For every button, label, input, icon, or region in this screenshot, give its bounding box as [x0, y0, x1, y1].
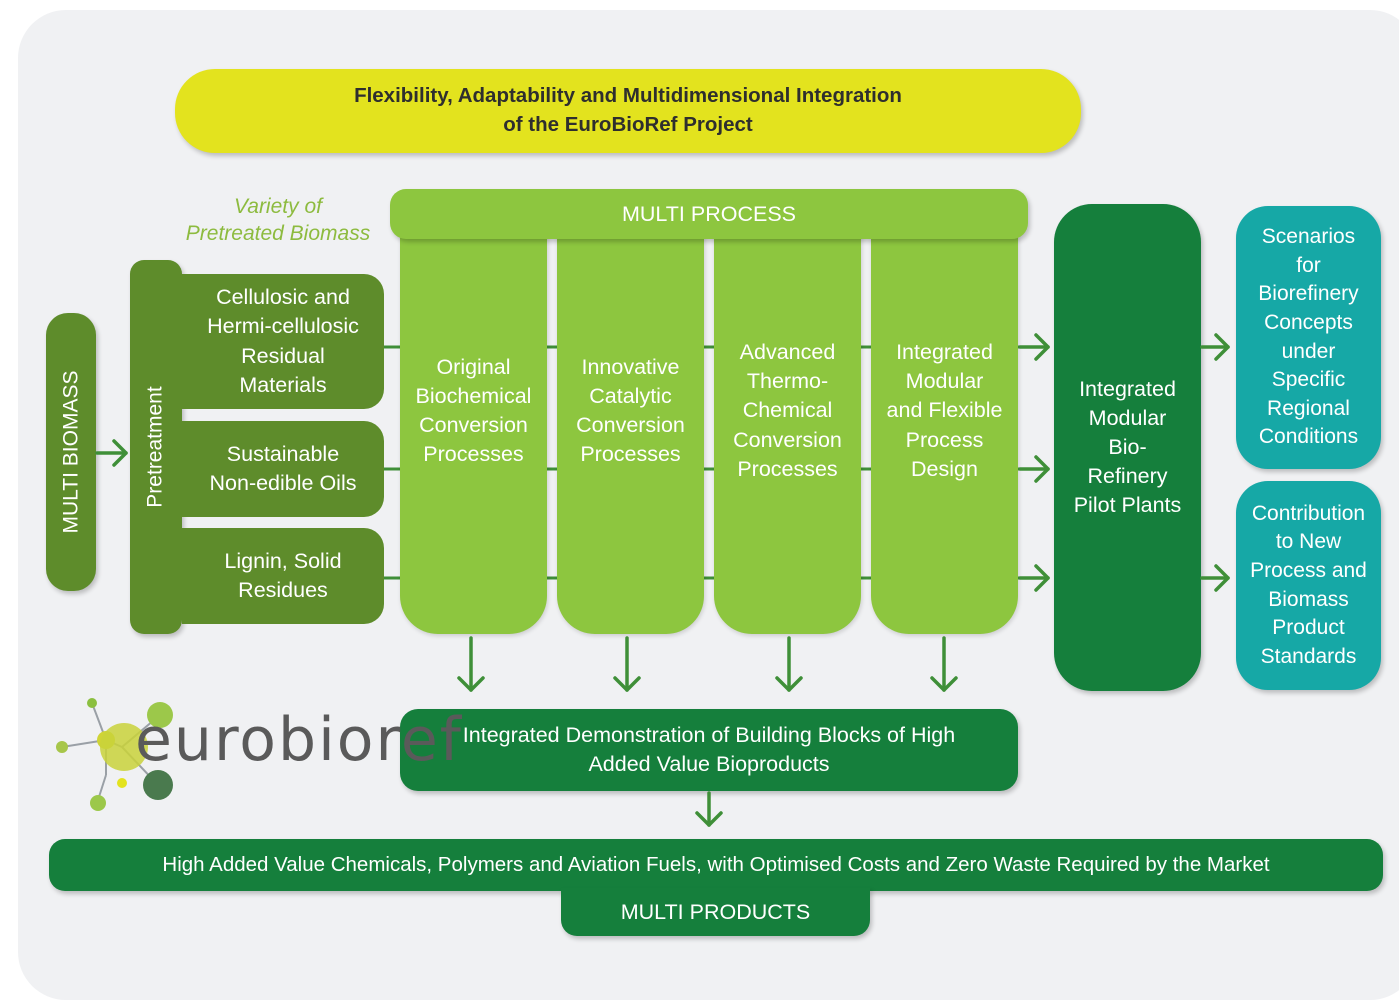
arrow-biomass-to-pretreatment	[95, 439, 128, 467]
market-bar: High Added Value Chemicals, Polymers and…	[49, 839, 1383, 891]
arrow-top-to-pilot	[1018, 333, 1050, 361]
arrow-pilot-to-scenarios	[1200, 333, 1230, 361]
feedstock-oils: Sustainable Non-edible Oils	[182, 421, 384, 517]
project-banner: Flexibility, Adaptability and Multidimen…	[175, 69, 1081, 153]
outcome-standards: Contribution to New Process and Biomass …	[1236, 481, 1381, 690]
pretreatment-box: Pretreatment	[130, 260, 182, 634]
process-catalytic: Innovative Catalytic Conversion Processe…	[557, 228, 704, 634]
feedstock-cellulosic: Cellulosic and Hermi-cellulosic Residual…	[182, 274, 384, 409]
arrow-thermochemical-down	[775, 636, 803, 692]
arrow-demo-to-market	[695, 791, 723, 827]
arrow-middle-to-pilot	[1018, 455, 1050, 483]
feedstock-lignin: Lignin, Solid Residues	[182, 528, 384, 624]
variety-label: Variety of Pretreated Biomass	[185, 195, 371, 246]
arrow-pilot-to-standards	[1200, 564, 1230, 592]
logo-wordmark: eurobioref	[135, 705, 463, 775]
multi-process-header: MULTI PROCESS	[390, 189, 1028, 239]
process-modular-design: Integrated Modular and Flexible Process …	[871, 228, 1018, 634]
multi-biomass-box: MULTI BIOMASS	[46, 313, 96, 591]
eurobioref-logo: eurobioref	[40, 685, 461, 825]
arrow-modular-down	[930, 636, 958, 692]
logo-molecule-icon	[56, 698, 173, 811]
outcome-scenarios: Scenarios for Biorefinery Concepts under…	[1236, 206, 1381, 469]
arrow-biochemical-down	[457, 636, 485, 692]
multi-products-tab: MULTI PRODUCTS	[561, 888, 870, 936]
process-biochemical: Original Biochemical Conversion Processe…	[400, 228, 547, 634]
arrow-bottom-to-pilot	[1018, 564, 1050, 592]
arrow-catalytic-down	[613, 636, 641, 692]
pilot-plants-box: Integrated Modular Bio- Refinery Pilot P…	[1054, 204, 1201, 691]
process-thermochemical: Advanced Thermo- Chemical Conversion Pro…	[714, 228, 861, 634]
demonstration-box: Integrated Demonstration of Building Blo…	[400, 709, 1018, 791]
